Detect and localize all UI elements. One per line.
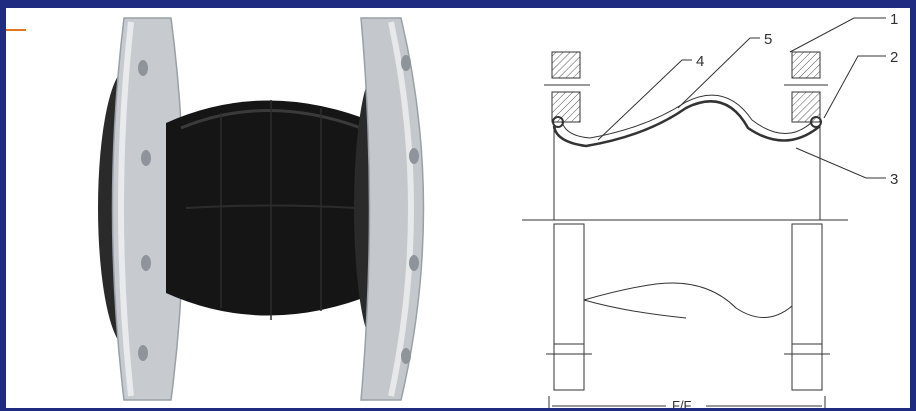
joint-photo [98, 17, 425, 401]
bead [810, 116, 822, 128]
leader-line [597, 59, 692, 141]
bolt-hole [141, 150, 151, 166]
bolt-hole [141, 255, 151, 271]
flange-section [551, 51, 581, 79]
rubber-seam [185, 204, 357, 209]
callout-2: 2 [890, 49, 898, 66]
lower-profile [583, 299, 687, 319]
callout-5: 5 [764, 31, 772, 48]
bolt-hole [138, 60, 148, 76]
bolt-hole [401, 55, 411, 71]
dimension-label: F/F [672, 398, 692, 408]
rubber-profile [552, 100, 821, 148]
leader-line [677, 37, 760, 109]
bolt-hole [409, 255, 419, 271]
flange-lower [553, 223, 585, 345]
product-illustration: 1 2 3 4 5 F/F [6, 11, 898, 408]
bead [552, 116, 564, 128]
bolt-hole [401, 348, 411, 364]
leader-line [823, 55, 886, 119]
bolt-hole [409, 148, 419, 164]
technical-drawing [522, 17, 886, 408]
left-flange-highlight [118, 21, 134, 397]
callout-4: 4 [696, 53, 704, 70]
rubber-profile-inner [561, 94, 813, 139]
callout-3: 3 [890, 171, 898, 188]
product-panel: 1 2 3 4 5 F/F [6, 8, 910, 408]
rubber-highlight [180, 109, 362, 130]
leader-line [789, 17, 886, 53]
flange-lower [791, 223, 823, 345]
flange-lower [553, 343, 585, 391]
lower-profile [583, 282, 793, 318]
right-flange [360, 17, 425, 401]
bolt-hole [138, 345, 148, 361]
right-flange-highlight [388, 21, 414, 397]
flange-section [791, 51, 821, 79]
leader-line [795, 147, 886, 179]
flange-lower [791, 343, 823, 391]
callout-1: 1 [890, 11, 898, 28]
